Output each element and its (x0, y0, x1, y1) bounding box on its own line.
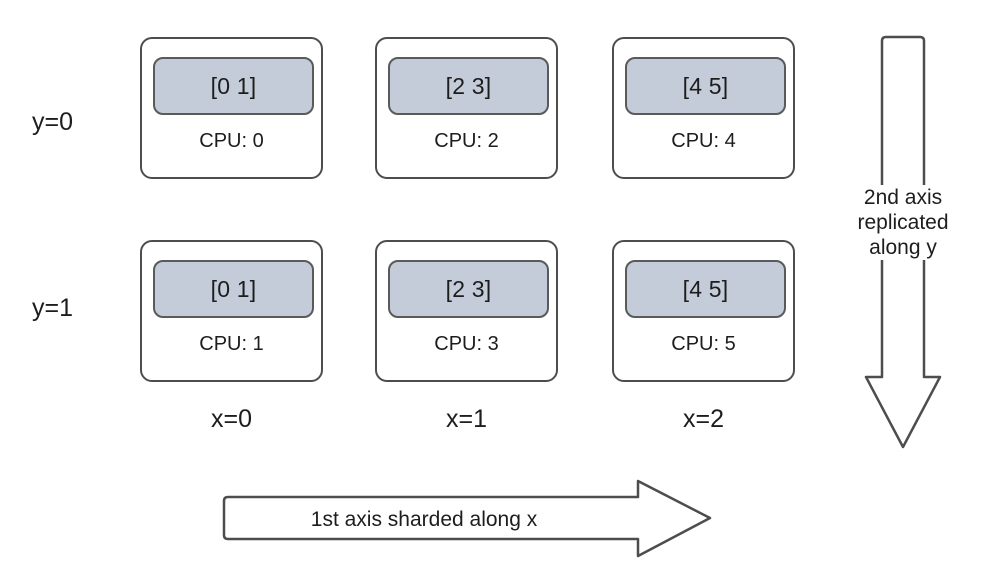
cpu-label: CPU: 0 (199, 130, 264, 152)
col-label-x2: x=2 (682, 405, 724, 433)
device-card[interactable]: [2 3] CPU: 2 (375, 37, 558, 179)
cpu-label: CPU: 1 (199, 333, 264, 355)
vertical-arrow-label-line-3: along y (869, 236, 937, 259)
shard-box: [4 5] (625, 260, 786, 318)
shard-box: [0 1] (153, 57, 314, 115)
device-card[interactable]: [0 1] CPU: 0 (140, 37, 323, 179)
col-label-x0: x=0 (210, 405, 252, 433)
vertical-arrow-label-line-2: replicated (857, 211, 949, 234)
device-card[interactable]: [4 5] CPU: 4 (612, 37, 795, 179)
shard-box: [2 3] (388, 260, 549, 318)
shard-label: [4 5] (682, 72, 729, 99)
cpu-label: CPU: 5 (671, 333, 736, 355)
shard-box: [4 5] (625, 57, 786, 115)
shard-label: [4 5] (682, 275, 729, 302)
shard-box: [2 3] (388, 57, 549, 115)
horizontal-axis-arrow-icon (222, 479, 712, 558)
col-label-x1: x=1 (445, 405, 487, 433)
horizontal-arrow-label: 1st axis sharded along x (310, 507, 538, 531)
shard-box: [0 1] (153, 260, 314, 318)
cpu-label: CPU: 4 (671, 130, 736, 152)
device-card[interactable]: [0 1] CPU: 1 (140, 240, 323, 382)
row-label-y1: y=1 (32, 294, 74, 322)
device-card[interactable]: [2 3] CPU: 3 (375, 240, 558, 382)
shard-label: [0 1] (210, 275, 257, 302)
row-label-y0: y=0 (32, 108, 74, 136)
shard-label: [2 3] (445, 72, 492, 99)
cpu-label: CPU: 2 (434, 130, 499, 152)
shard-label: [2 3] (445, 275, 492, 302)
vertical-arrow-label-line-1: 2nd axis (863, 186, 943, 209)
shard-label: [0 1] (210, 72, 257, 99)
cpu-label: CPU: 3 (434, 333, 499, 355)
vertical-arrow-label: 2nd axis replicated along y (848, 185, 958, 260)
device-card[interactable]: [4 5] CPU: 5 (612, 240, 795, 382)
